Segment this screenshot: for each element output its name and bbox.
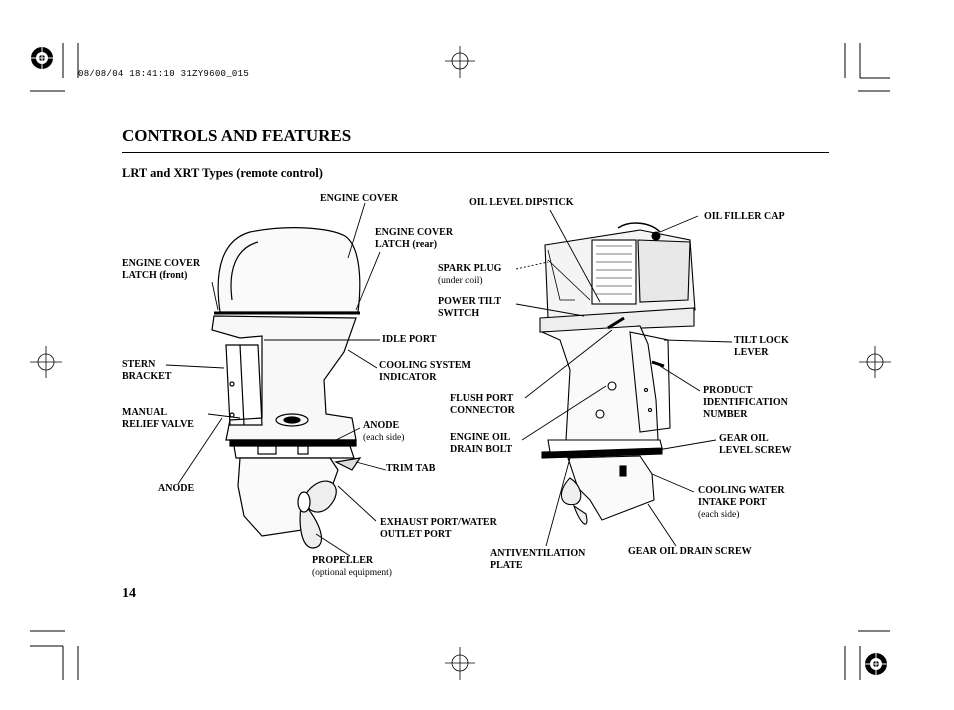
label-line: LEVER (734, 347, 769, 358)
label-engine-oil-drain-bolt: ENGINE OIL DRAIN BOLT (450, 432, 512, 456)
label-line: DRAIN BOLT (450, 444, 513, 455)
label-line: CONNECTOR (450, 405, 515, 416)
label-tilt-lock-lever: TILT LOCK LEVER (734, 335, 789, 359)
label-line: COOLING WATER (698, 485, 785, 496)
label-oil-level-dipstick: OIL LEVEL DIPSTICK (469, 197, 574, 208)
label-line: OUTLET PORT (380, 529, 452, 540)
label-line: ANTIVENTILATION (490, 548, 586, 559)
page-number: 14 (122, 586, 136, 601)
label-engine-cover-latch-rear: ENGINE COVER LATCH (rear) (375, 227, 453, 251)
label-anode-each-side: ANODE (each side) (363, 420, 404, 444)
label-line: TILT LOCK (734, 335, 789, 346)
label-line: ENGINE COVER (375, 227, 454, 238)
label-line: COOLING SYSTEM (379, 360, 471, 371)
label-sub: (under coil) (438, 276, 483, 286)
label-idle-port: IDLE PORT (382, 334, 437, 345)
label-cooling-system-indicator: COOLING SYSTEM INDICATOR (379, 360, 471, 384)
label-line: INDICATOR (379, 372, 437, 383)
right-motor-illustration (539, 222, 696, 525)
registration-marks (30, 46, 891, 680)
label-line: ENGINE COVER (122, 258, 201, 269)
label-propeller: PROPELLER (optional equipment) (312, 555, 392, 579)
label-line: LATCH (front) (122, 270, 188, 281)
label-trim-tab: TRIM TAB (386, 463, 436, 474)
label-sub: (each side) (698, 510, 740, 520)
label-manual-relief-valve: MANUAL RELIEF VALVE (122, 407, 194, 431)
label-line: IDENTIFICATION (703, 397, 788, 408)
label-line: SPARK PLUG (438, 263, 502, 274)
label-power-tilt-switch: POWER TILT SWITCH (438, 296, 501, 320)
print-stamp: 08/08/04 18:41:10 31ZY9600_015 (78, 69, 250, 79)
label-sub: (each side) (363, 433, 405, 443)
label-line: POWER TILT (438, 296, 502, 307)
label-line: ENGINE OIL (450, 432, 511, 443)
leader-lines (165, 202, 733, 557)
label-line: BRACKET (122, 371, 172, 382)
left-motor-illustration (211, 227, 362, 549)
label-line: LEVEL SCREW (719, 445, 792, 456)
label-oil-filler-cap: OIL FILLER CAP (704, 211, 785, 222)
label-product-id-number: PRODUCT IDENTIFICATION NUMBER (703, 385, 788, 421)
label-antiventilation-plate: ANTIVENTILATION PLATE (490, 548, 585, 572)
label-line: NUMBER (703, 409, 748, 420)
label-anode: ANODE (158, 483, 195, 494)
label-line: LATCH (rear) (375, 239, 438, 250)
label-line: INTAKE PORT (698, 497, 767, 508)
label-stern-bracket: STERN BRACKET (122, 359, 171, 383)
page-title: CONTROLS AND FEATURES (122, 126, 352, 145)
label-line: FLUSH PORT (450, 393, 514, 404)
label-gear-oil-drain-screw: GEAR OIL DRAIN SCREW (628, 546, 752, 557)
label-engine-cover-latch-front: ENGINE COVER LATCH (front) (122, 258, 200, 282)
section-subtitle: LRT and XRT Types (remote control) (122, 166, 323, 180)
label-line: GEAR OIL (719, 433, 769, 444)
label-sub: (optional equipment) (312, 568, 392, 578)
title-rule (122, 152, 829, 153)
label-gear-oil-level-screw: GEAR OIL LEVEL SCREW (719, 433, 792, 457)
label-line: PRODUCT (703, 385, 753, 396)
label-line: SWITCH (438, 308, 480, 319)
target-top-left (28, 44, 56, 72)
label-cooling-water-intake-port: COOLING WATER INTAKE PORT (each side) (698, 485, 785, 521)
crop-marks (30, 43, 890, 680)
label-line: EXHAUST PORT/WATER (380, 517, 497, 528)
label-line: PROPELLER (312, 555, 374, 566)
label-exhaust-port: EXHAUST PORT/WATER OUTLET PORT (380, 517, 497, 541)
label-line: PLATE (490, 560, 523, 571)
label-line: MANUAL (122, 407, 167, 418)
label-spark-plug: SPARK PLUG (under coil) (438, 263, 501, 287)
label-line: ANODE (363, 420, 400, 431)
target-bottom-right (862, 650, 890, 678)
label-line: RELIEF VALVE (122, 419, 194, 430)
label-flush-port-connector: FLUSH PORT CONNECTOR (450, 393, 515, 417)
label-line: STERN (122, 359, 156, 370)
label-engine-cover: ENGINE COVER (320, 193, 399, 204)
